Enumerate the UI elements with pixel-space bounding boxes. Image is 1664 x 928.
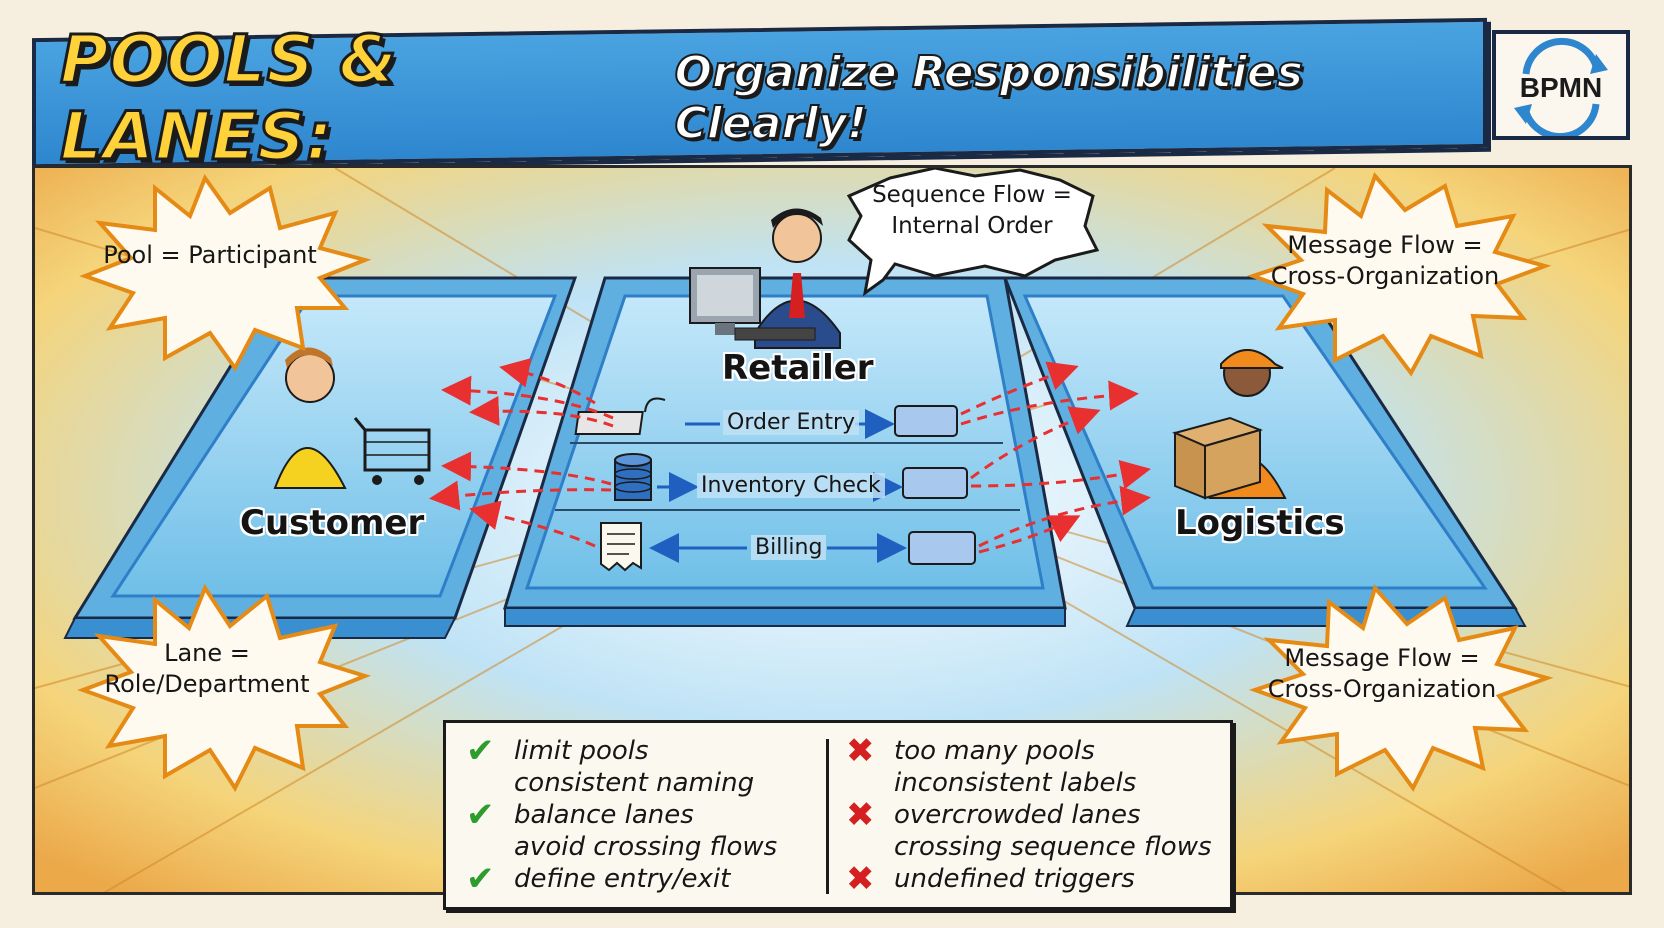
do-item: consistent naming	[466, 767, 777, 799]
lane-label-order-entry: Order Entry	[723, 410, 860, 435]
cross-icon: ✖	[846, 859, 875, 899]
bpmn-cycle-icon	[1514, 37, 1608, 136]
title-subtitle: Organize Responsibilities Clearly!	[674, 46, 1304, 150]
check-icon: ✔	[466, 795, 495, 835]
dont-item-text: undefined triggers	[894, 864, 1135, 894]
receipt-icon	[600, 522, 642, 572]
keyboard-icon	[574, 397, 666, 435]
message-flows	[429, 358, 1151, 554]
shopping-cart-icon	[353, 417, 431, 485]
task-box-order-entry	[894, 405, 958, 437]
do-item: ✔ define entry/exit	[466, 859, 777, 899]
pool-label-retailer: Retailer	[722, 348, 874, 388]
callout-lane-line1: Lane =	[164, 639, 250, 667]
task-box-billing	[908, 531, 976, 565]
callout-lane-line2: Role/Department	[104, 670, 310, 698]
pool-label-customer: Customer	[240, 503, 425, 543]
callout-burst-pool	[79, 173, 372, 372]
bpmn-logo: BPMN	[1492, 30, 1630, 140]
customer-person	[273, 347, 347, 489]
dont-item-text: inconsistent labels	[894, 768, 1137, 798]
callout-lane-text: Lane = Role/Department	[97, 638, 317, 700]
cardboard-box-icon	[1171, 416, 1264, 500]
best-practices-checklist: ✔ limit pools consistent naming ✔ balance …	[443, 720, 1233, 910]
checklist-divider	[826, 739, 829, 894]
cross-icon: ✖	[846, 731, 875, 771]
callout-burst-sequence	[846, 168, 1100, 297]
callout-message-top-line1: Message Flow =	[1287, 231, 1483, 259]
callout-message-top-line2: Cross-Organization	[1270, 262, 1500, 290]
check-icon: ✔	[466, 731, 495, 771]
do-item-text: avoid crossing flows	[514, 832, 778, 862]
lane-label-inventory-check: Inventory Check	[697, 473, 885, 498]
callout-pool-text: Pool = Participant	[103, 241, 317, 269]
dont-item: crossing sequence flows	[846, 831, 1212, 863]
title: POOLS & LANES: Organize Responsibilities…	[59, 20, 1460, 177]
title-main: POOLS & LANES:	[59, 20, 399, 177]
dont-item: inconsistent labels	[846, 767, 1212, 799]
sequence-flows	[649, 409, 907, 563]
callout-message-bottom-line2: Cross-Organization	[1267, 675, 1497, 703]
dont-item-text: overcrowded lanes	[894, 800, 1141, 830]
do-item: avoid crossing flows	[466, 831, 777, 863]
dont-item-text: too many pools	[894, 736, 1095, 766]
pool-scene: Customer Retailer Logistics Order Entry …	[32, 165, 1632, 895]
do-list: ✔ limit pools consistent naming ✔ balance …	[466, 731, 777, 899]
do-item: ✔ limit pools	[466, 731, 777, 771]
callout-sequence-text: Sequence Flow = Internal Order	[847, 180, 1097, 242]
check-icon: ✔	[466, 859, 495, 899]
dont-item: ✖ overcrowded lanes	[846, 795, 1212, 835]
do-item-text: balance lanes	[514, 800, 694, 830]
callout-burst-message-top	[1246, 172, 1552, 377]
callout-message-bottom-text: Message Flow = Cross-Organization	[1257, 643, 1507, 705]
callout-sequence-line2: Internal Order	[891, 213, 1053, 239]
scene-art	[35, 168, 1629, 892]
dont-item: ✖ too many pools	[846, 731, 1212, 771]
task-box-inventory-check	[902, 467, 968, 499]
retailer-pool	[502, 276, 1067, 627]
pool-label-logistics: Logistics	[1175, 503, 1345, 543]
lane-label-billing: Billing	[751, 535, 827, 560]
callout-message-top-text: Message Flow = Cross-Organization	[1260, 230, 1510, 292]
cross-icon: ✖	[846, 795, 875, 835]
do-item-text: consistent naming	[514, 768, 755, 798]
computer-monitor-icon	[689, 267, 816, 341]
dont-item: ✖ undefined triggers	[846, 859, 1212, 899]
callout-sequence-line1: Sequence Flow =	[872, 182, 1072, 208]
dont-list: ✖ too many pools inconsistent labels ✖ ove…	[846, 731, 1212, 899]
callout-burst-message-bottom	[1248, 583, 1554, 792]
callout-burst-lane	[77, 583, 371, 792]
dont-item-text: crossing sequence flows	[894, 832, 1212, 862]
logo-text: BPMN	[1519, 72, 1603, 103]
do-item: ✔ balance lanes	[466, 795, 777, 835]
database-icon	[614, 453, 652, 501]
callout-message-bottom-line1: Message Flow =	[1284, 644, 1480, 672]
do-item-text: define entry/exit	[514, 864, 731, 894]
do-item-text: limit pools	[514, 736, 649, 766]
